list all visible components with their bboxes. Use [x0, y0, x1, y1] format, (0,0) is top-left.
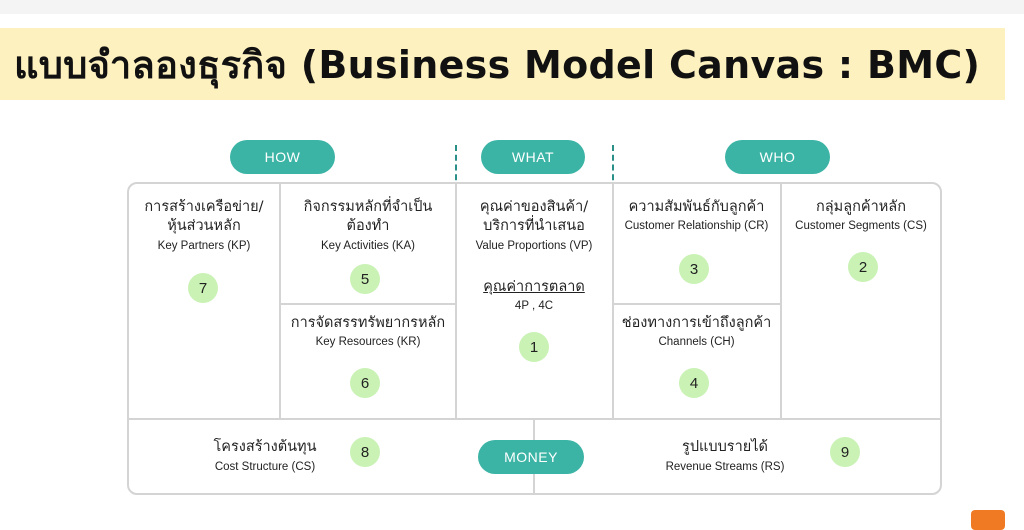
dashed-divider-right [612, 145, 614, 190]
ka-title-line1: กิจกรรมหลักที่จำเป็น [303, 199, 433, 215]
kr-label: Key Resources (KR) [315, 336, 421, 348]
cs-label: Customer Segments (CS) [795, 220, 927, 232]
rev-label: Revenue Streams (RS) [665, 461, 785, 473]
ch-label: Channels (CH) [658, 336, 735, 348]
cost-number-badge: 8 [350, 437, 380, 467]
divider-h-ka-kr [280, 303, 455, 305]
cr-number-badge: 3 [679, 254, 709, 284]
divider-h-cr-ch [613, 303, 780, 305]
ka-number-badge: 5 [350, 264, 380, 294]
rev-title: รูปแบบรายได้ [682, 439, 768, 455]
cr-title: ความสัมพันธ์กับลูกค้า [628, 199, 765, 215]
vp-title-line1: คุณค่าของสินค้า/ [479, 199, 589, 215]
ch-title: ช่องทางการเข้าถึงลูกค้า [621, 315, 772, 331]
vp-label: Value Proportions (VP) [475, 240, 593, 252]
cost-label: Cost Structure (CS) [214, 461, 316, 473]
cs-number-badge: 2 [848, 252, 878, 282]
vp-number-badge: 1 [519, 332, 549, 362]
kp-title-line2: หุ้นส่วนหลัก [167, 218, 241, 234]
top-edge [0, 0, 1024, 14]
ka-label: Key Activities (KA) [321, 240, 415, 252]
vp-market-mix: 4P , 4C [514, 300, 554, 312]
what-pill: WHAT [481, 140, 585, 174]
kr-number-badge: 6 [350, 368, 380, 398]
divider-v-vp-cr [612, 183, 614, 418]
title-banner [0, 28, 1005, 100]
kp-title-line1: การสร้างเครือข่าย/ [144, 199, 264, 215]
kr-title: การจัดสรรทรัพยากรหลัก [290, 315, 446, 331]
corner-orange-button[interactable] [971, 510, 1005, 530]
kp-number-badge: 7 [188, 273, 218, 303]
vp-title-line2: บริการที่นำเสนอ [483, 218, 585, 234]
how-pill: HOW [230, 140, 335, 174]
cr-label: Customer Relationship (CR) [624, 220, 769, 232]
cost-title: โครงสร้างต้นทุน [213, 439, 317, 455]
rev-number-badge: 9 [830, 437, 860, 467]
divider-v-cr-cs [780, 183, 782, 418]
cs-title: กลุ่มลูกค้าหลัก [816, 199, 906, 215]
ch-number-badge: 4 [679, 368, 709, 398]
who-pill: WHO [725, 140, 830, 174]
divider-v-ka-vp [455, 183, 457, 418]
page-title: แบบจำลองธุรกิจ (Business Model Canvas : … [14, 43, 981, 87]
kp-label: Key Partners (KP) [157, 240, 251, 252]
vp-market-value: คุณค่าการตลาด [483, 279, 585, 295]
divider-v-kp-ka [279, 183, 281, 418]
divider-h-bottom [128, 418, 941, 420]
ka-title-line2: ต้องทำ [346, 218, 390, 234]
money-pill: MONEY [478, 440, 584, 474]
canvas-frame [127, 182, 942, 495]
dashed-divider-left [455, 145, 457, 190]
